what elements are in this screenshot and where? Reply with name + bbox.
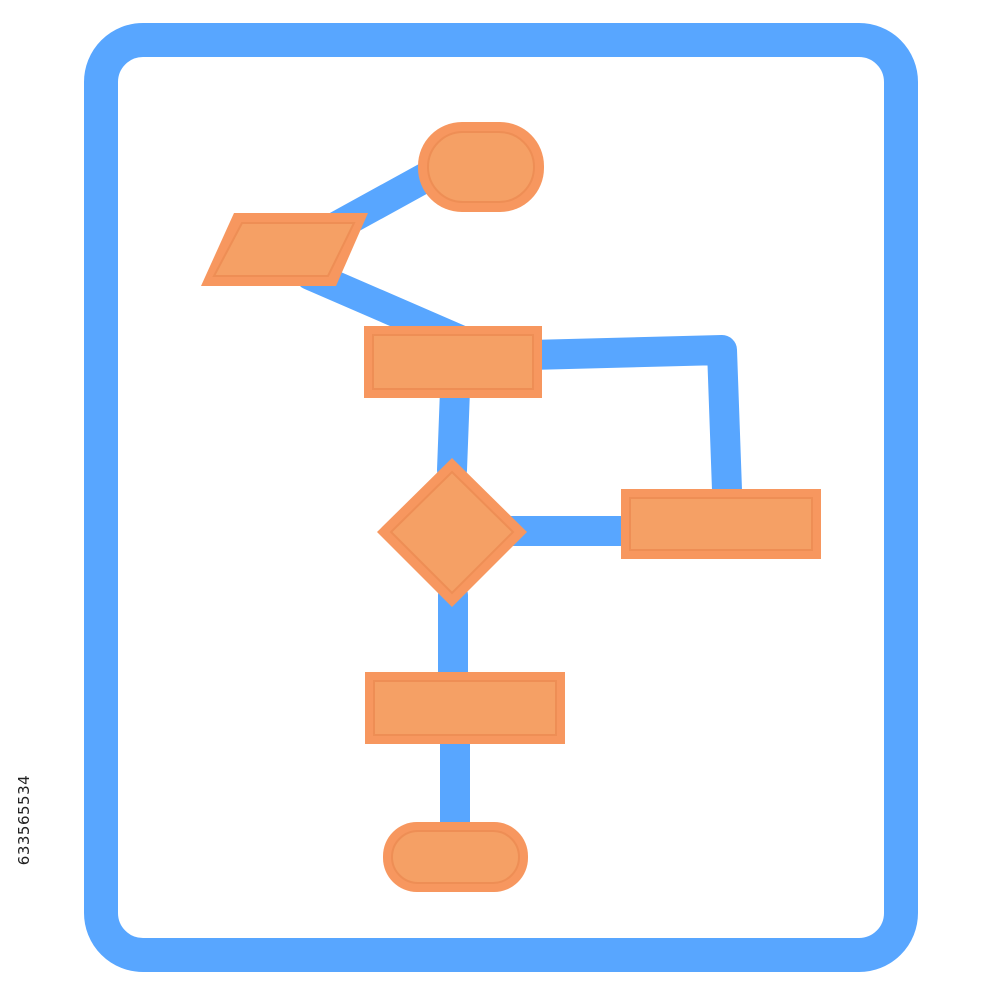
right-process-box-shape: [621, 489, 821, 559]
end-terminal-shape: [383, 822, 528, 892]
lower-process-box-shape: [365, 672, 565, 744]
process-box-shape: [364, 326, 542, 398]
connector-process-to-right-box: [515, 335, 742, 505]
decision-diamond-shape: [377, 458, 527, 607]
input-parallelogram-shape: [201, 213, 368, 286]
connector-process-to-decision: [437, 375, 470, 485]
stock-id-label: 633565534: [4, 760, 44, 880]
flow-shapes: [201, 122, 821, 892]
start-terminal-shape: [418, 122, 544, 212]
stock-id-text: 633565534: [15, 774, 33, 866]
